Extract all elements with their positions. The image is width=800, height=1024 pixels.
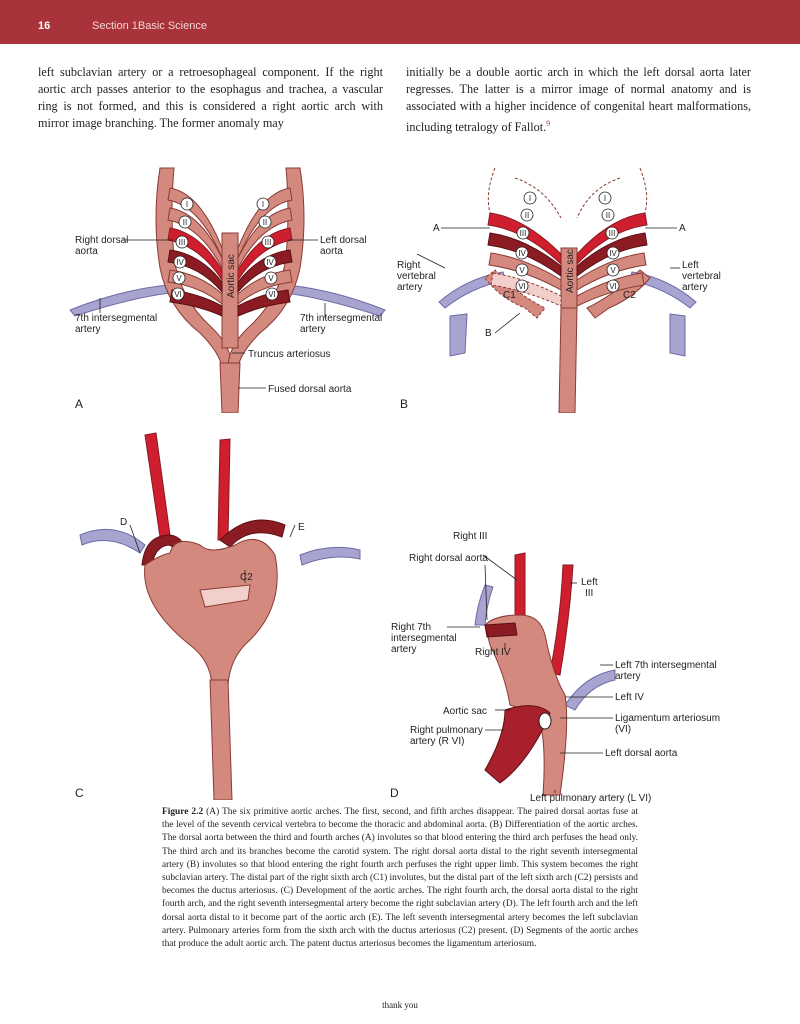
roman-a-r-1: I <box>262 200 264 209</box>
label-a-fused: Fused dorsal aorta <box>268 384 352 395</box>
label-b-aortic-sac: Aortic sac <box>565 249 576 293</box>
roman-b-r-1: I <box>604 194 606 203</box>
figure-panel-d: Right III Right dorsal aorta Left III Ri… <box>385 525 725 805</box>
header-bar <box>0 0 800 44</box>
figure-panel-b: I II III IV V VI I II III IV V VI Aortic… <box>395 158 740 413</box>
paragraph-right-text: initially be a double aortic arch in whi… <box>406 65 751 135</box>
roman-a-l-2: II <box>183 218 187 227</box>
roman-a-l-3: III <box>179 238 186 247</box>
section-title: Section 1Basic Science <box>92 20 207 32</box>
label-b-a-right: A <box>679 223 686 234</box>
label-c-letter: C <box>75 786 84 800</box>
roman-b-l-5: V <box>519 266 525 275</box>
label-a-7th-left-1: 7th intersegmental <box>75 313 157 324</box>
roman-b-r-5: V <box>610 266 616 275</box>
label-a-right-dorsal-2: aorta <box>75 246 98 257</box>
caption-label: Figure 2.2 <box>162 807 204 817</box>
roman-a-r-2: II <box>263 218 267 227</box>
roman-a-r-4: IV <box>266 258 274 267</box>
label-d-ligamentum-2: (VI) <box>615 724 631 735</box>
label-a-left-dorsal-1: Left dorsal <box>320 235 367 246</box>
label-d-right-7th-2: intersegmental <box>391 633 457 644</box>
roman-a-r-3: III <box>265 238 272 247</box>
roman-b-l-3: III <box>520 229 527 238</box>
body-text-right-column: initially be a double aortic arch in whi… <box>406 64 751 136</box>
label-b-right-vertebral-3: artery <box>397 282 423 293</box>
paragraph-right: initially be a double aortic arch in whi… <box>406 64 751 136</box>
label-a-truncus: Truncus arteriosus <box>248 349 330 360</box>
label-a-aortic-sac: Aortic sac <box>226 254 237 298</box>
roman-b-r-2: II <box>606 211 610 220</box>
label-b-right-vertebral-2: vertebral <box>397 271 436 282</box>
label-b-letter: B <box>400 397 408 411</box>
label-d-right-7th-3: artery <box>391 644 417 655</box>
label-d-right-7th-1: Right 7th <box>391 622 431 633</box>
label-d-left-dorsal: Left dorsal aorta <box>605 748 678 759</box>
label-b-c2: C2 <box>623 290 636 301</box>
figure-panel-c: D E C2 C <box>60 425 380 800</box>
label-d-right-iv: Right IV <box>475 647 511 658</box>
label-d-left-iv: Left IV <box>615 692 644 703</box>
roman-b-r-6: VI <box>609 282 617 291</box>
label-d-left-7th-2: artery <box>615 671 641 682</box>
roman-b-l-1: I <box>529 194 531 203</box>
label-c-e: E <box>298 522 305 533</box>
caption-text: (A) The six primitive aortic arches. The… <box>162 807 639 950</box>
label-d-ligamentum-1: Ligamentum arteriosum <box>615 713 720 724</box>
roman-b-l-2: II <box>525 211 529 220</box>
label-a-left-dorsal-2: aorta <box>320 246 343 257</box>
label-b-left-vertebral-3: artery <box>682 282 708 293</box>
roman-b-l-6: VI <box>518 282 526 291</box>
label-d-right-pulm-2: artery (R VI) <box>410 736 464 747</box>
label-d-right-pulm-1: Right pulmonary <box>410 725 483 736</box>
roman-a-l-5: V <box>176 274 182 283</box>
roman-b-r-3: III <box>609 229 616 238</box>
roman-a-r-5: V <box>268 274 274 283</box>
roman-a-r-6: VI <box>268 290 276 299</box>
label-d-aortic-sac: Aortic sac <box>443 706 487 717</box>
label-b-left-vertebral-1: Left <box>682 260 699 271</box>
label-a-right-dorsal-1: Right dorsal <box>75 235 128 246</box>
label-b-c1: C1 <box>503 290 516 301</box>
label-d-left-iii-2: III <box>585 588 593 599</box>
label-a-letter: A <box>75 397 83 411</box>
label-d-left-iii-1: Left <box>581 577 598 588</box>
roman-a-l-1: I <box>186 200 188 209</box>
page-number: 16 <box>38 20 51 32</box>
roman-a-l-6: VI <box>174 290 182 299</box>
label-d-right-iii: Right III <box>453 531 487 542</box>
roman-a-l-4: IV <box>176 258 184 267</box>
label-c-c2: C2 <box>240 572 253 583</box>
label-b-left-vertebral-2: vertebral <box>682 271 721 282</box>
label-d-left-pulm: Left pulmonary artery (L VI) <box>530 793 651 804</box>
label-b-b: B <box>485 328 492 339</box>
label-d-left-7th-1: Left 7th intersegmental <box>615 660 717 671</box>
label-a-7th-right-2: artery <box>300 324 326 335</box>
label-a-7th-right-1: 7th intersegmental <box>300 313 382 324</box>
label-c-d: D <box>120 517 127 528</box>
paragraph-left: left subclavian artery or a retroesophag… <box>38 65 383 130</box>
label-a-7th-left-2: artery <box>75 324 101 335</box>
footer-text: thank you <box>382 1000 418 1010</box>
reference-superscript: 9 <box>546 119 551 128</box>
roman-b-l-4: IV <box>518 249 526 258</box>
label-b-right-vertebral-1: Right <box>397 260 421 271</box>
roman-b-r-4: IV <box>609 249 617 258</box>
label-d-letter: D <box>390 786 399 800</box>
figure-panel-a: I II III IV V VI I II III IV V VI Aortic… <box>60 158 400 413</box>
body-text-left-column: left subclavian artery or a retroesophag… <box>38 64 383 132</box>
figure-caption: Figure 2.2 (A) The six primitive aortic … <box>162 806 638 951</box>
label-b-a-left: A <box>433 223 440 234</box>
label-d-right-dorsal: Right dorsal aorta <box>409 553 488 564</box>
